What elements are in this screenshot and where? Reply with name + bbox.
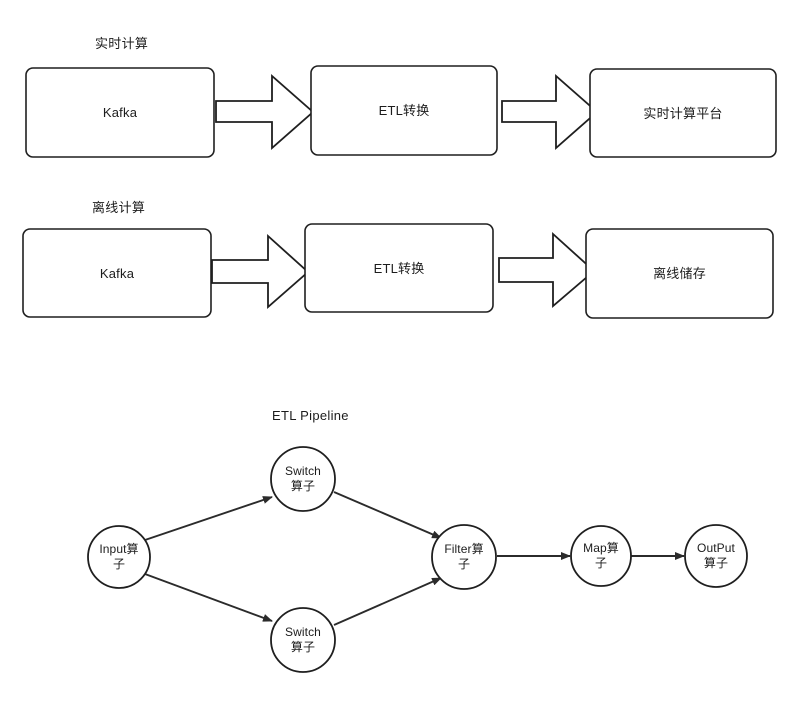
box-realtime-platform bbox=[589, 68, 777, 158]
edge-switch-top-to-filter bbox=[333, 491, 442, 539]
node-switch-top bbox=[270, 446, 336, 512]
edge-input-to-switch-bottom bbox=[144, 573, 273, 622]
box-kafka-offline bbox=[22, 228, 212, 318]
section-label-offline: 离线计算 bbox=[92, 200, 146, 215]
block-arrow-realtime-2 bbox=[501, 74, 599, 150]
block-arrow-offline-2 bbox=[498, 231, 596, 308]
node-filter bbox=[431, 524, 497, 590]
box-etl-realtime bbox=[310, 65, 498, 156]
edge-input-to-switch-top bbox=[144, 496, 273, 541]
node-input bbox=[87, 525, 151, 589]
box-kafka-realtime bbox=[25, 67, 215, 158]
block-arrow-offline-1 bbox=[211, 233, 310, 309]
pipeline-title: ETL Pipeline bbox=[272, 408, 349, 423]
edge-switch-bottom-to-filter bbox=[333, 577, 442, 626]
box-offline-storage bbox=[585, 228, 774, 319]
box-etl-offline bbox=[304, 223, 494, 313]
node-output bbox=[684, 524, 748, 588]
section-label-realtime: 实时计算 bbox=[95, 36, 149, 51]
node-map bbox=[570, 525, 632, 587]
node-switch-bottom bbox=[270, 607, 336, 673]
block-arrow-realtime-1 bbox=[215, 74, 315, 150]
